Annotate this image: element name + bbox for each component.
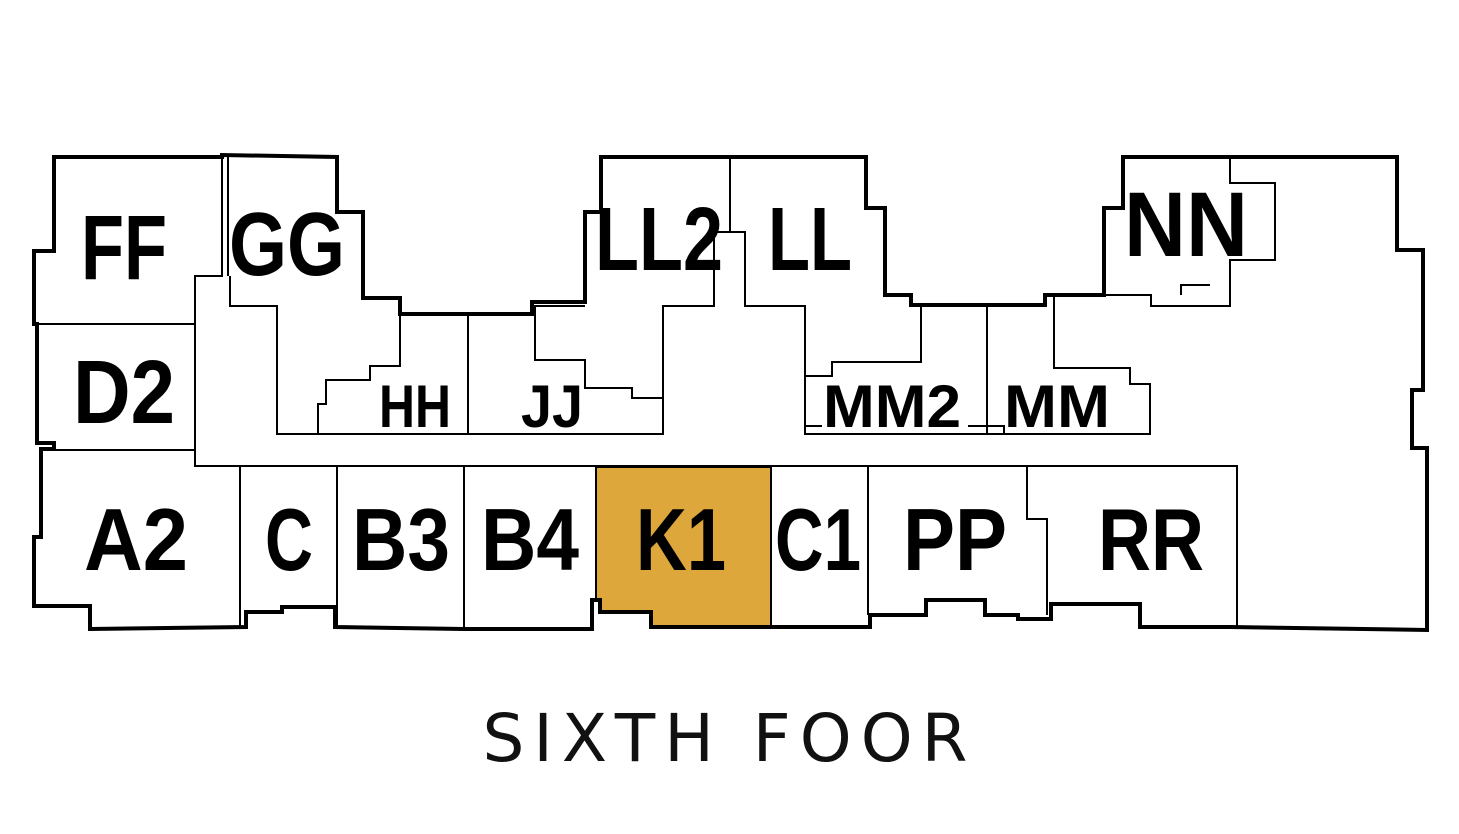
unit-ll-label[interactable]: LL	[768, 190, 852, 290]
unit-jj-label[interactable]: JJ	[521, 373, 583, 440]
unit-mm2-label[interactable]: MM2	[823, 373, 961, 440]
unit-k1-label[interactable]: K1	[636, 490, 726, 589]
unit-hh-label[interactable]: HH	[379, 373, 451, 440]
unit-pp-label[interactable]: PP	[903, 490, 1007, 589]
building-outline	[32, 152, 1429, 633]
unit-nn-label[interactable]: NN	[1124, 174, 1248, 276]
unit-ff-label[interactable]: FF	[81, 197, 167, 299]
unit-a2-label[interactable]: A2	[84, 490, 188, 589]
unit-gg-label[interactable]: GG	[229, 195, 345, 295]
unit-c1-label[interactable]: C1	[775, 490, 861, 589]
unit-b3-label[interactable]: B3	[352, 490, 450, 589]
unit-c-label[interactable]: C	[265, 490, 313, 589]
unit-mm-label[interactable]: MM	[1004, 373, 1110, 440]
unit-d2-label[interactable]: D2	[73, 343, 175, 443]
floor-title: SIXTH FOOR	[482, 700, 977, 777]
interior-walls	[37, 155, 1276, 629]
unit-ll2-label[interactable]: LL2	[595, 190, 723, 290]
unit-rr-label[interactable]: RR	[1098, 490, 1204, 589]
unit-b4-label[interactable]: B4	[481, 490, 579, 589]
